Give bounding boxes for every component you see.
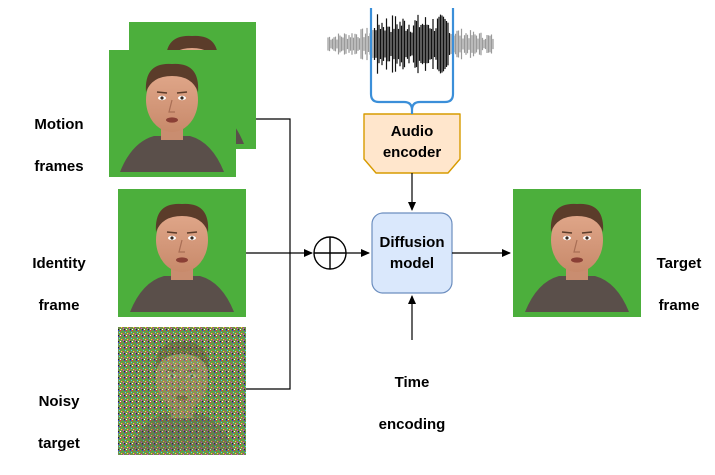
circle-plus-icon — [313, 236, 347, 270]
time-encoding-label-line1: Time — [394, 374, 430, 391]
motion-frames-label-line1: Motion — [34, 116, 84, 133]
target-frame-label-line1: Target — [656, 255, 702, 272]
noisy-target-image — [118, 327, 246, 455]
noisy-target-label: Noisy target — [18, 370, 100, 475]
target-frame-label-line2: frame — [658, 297, 700, 314]
diagram-canvas: Motion frames Identity frame Noisy targe… — [18, 8, 715, 456]
target-frame-image — [513, 189, 641, 317]
identity-frame-label-line1: Identity — [32, 255, 86, 272]
noisy-target-label-line2: target — [38, 435, 80, 452]
identity-frame-image — [118, 189, 246, 317]
time-encoding-label-line2: encoding — [378, 416, 446, 433]
audio-encoder-box — [363, 113, 461, 174]
motion-frames-stack — [109, 22, 256, 177]
audio-waveform — [327, 14, 494, 74]
audio-encoder-label: Audio encoder — [364, 121, 460, 163]
input-connectors — [246, 118, 313, 390]
diffusion-model-label-line1: Diffusion — [379, 234, 445, 251]
identity-frame-label: Identity frame — [18, 232, 100, 337]
motion-frames-label: Motion frames — [18, 93, 100, 198]
audio-encoder-label-line2: encoder — [382, 144, 442, 161]
noisy-target-label-line1: Noisy — [38, 393, 80, 410]
identity-frame-label-line2: frame — [38, 297, 80, 314]
audio-window-bracket — [369, 8, 455, 114]
target-frame-label: Target frame — [643, 232, 715, 337]
diagram-svg — [109, 8, 641, 455]
diffusion-model-label-line2: model — [389, 255, 435, 272]
motion-frame-front — [109, 50, 236, 177]
diffusion-model-label: Diffusion model — [372, 232, 452, 274]
motion-frames-label-line2: frames — [34, 158, 84, 175]
audio-encoder-label-line1: Audio — [390, 123, 434, 140]
time-encoding-label: Time encoding — [362, 351, 462, 456]
